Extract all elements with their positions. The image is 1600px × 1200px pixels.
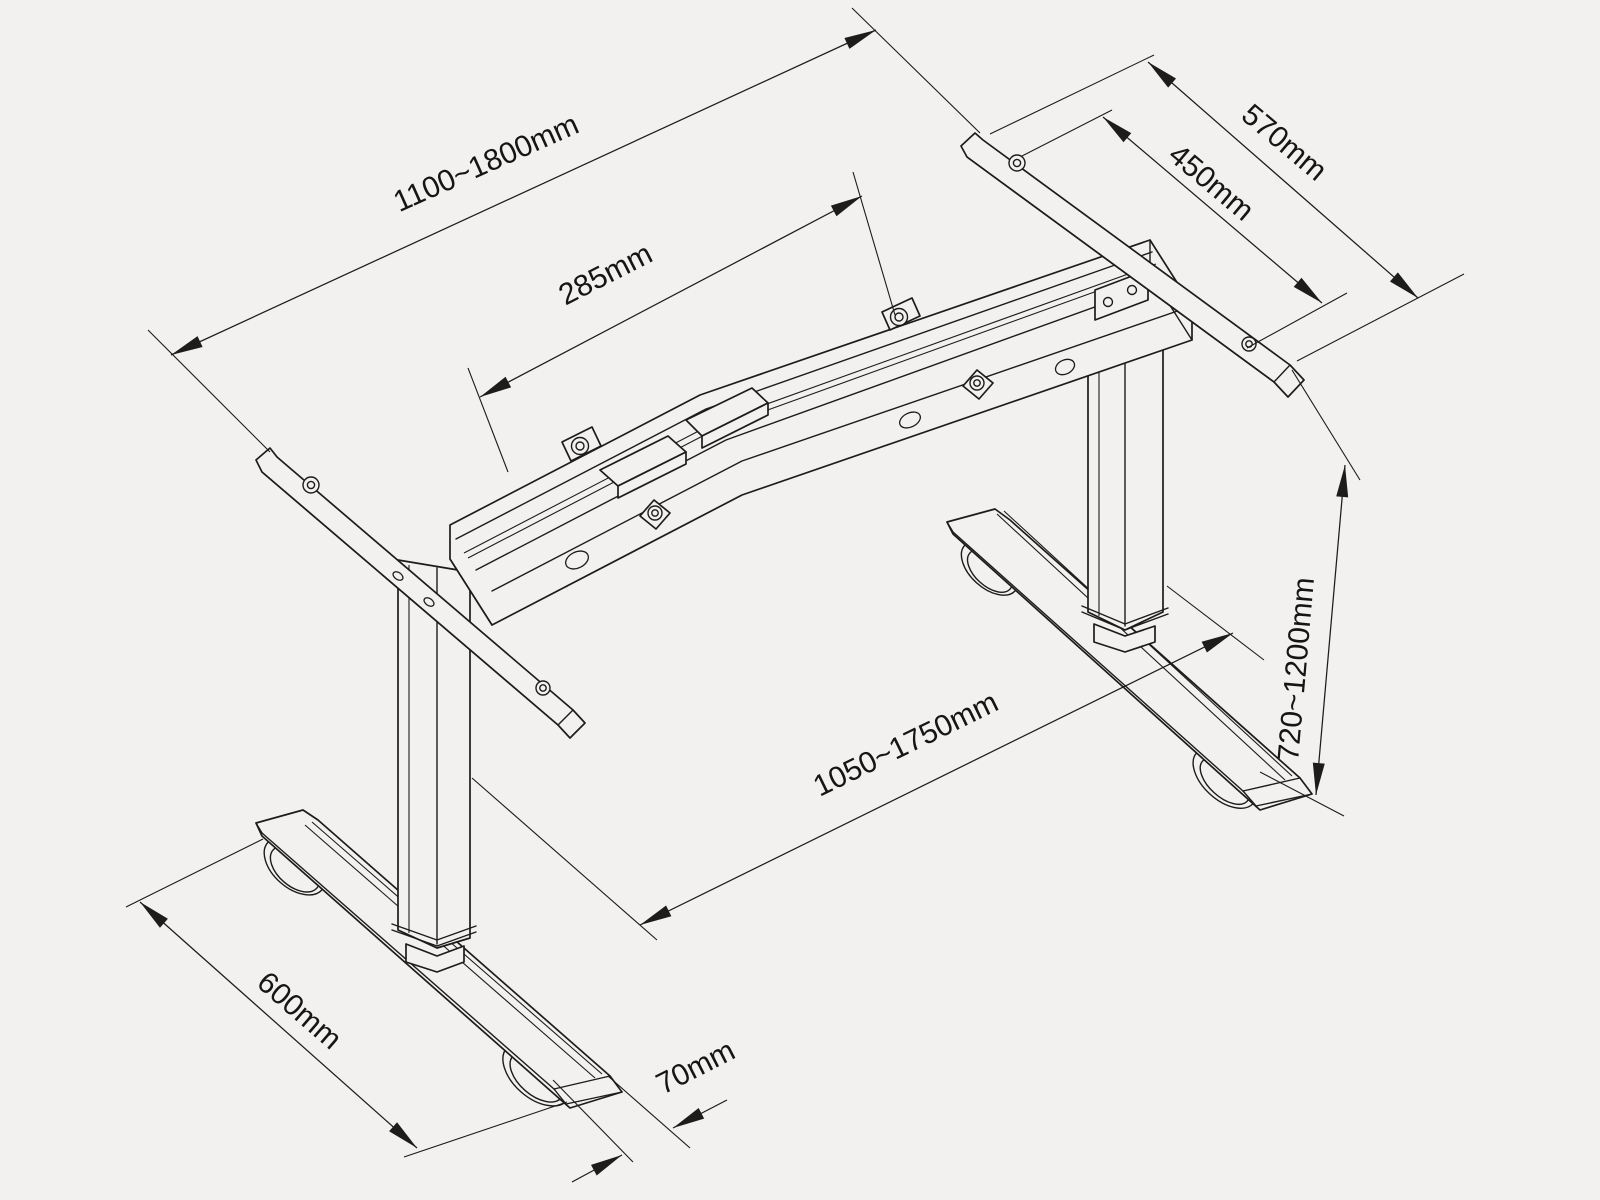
dim-label-bracket-length: 570mm [1235,98,1333,188]
dim-label-beam-length-range: 1050~1750mm [808,686,1003,804]
dim-label-frame-width-range: 1100~1800mm [389,108,584,219]
dim-label-bracket-hole-spacing: 450mm [1162,138,1260,228]
left-mounting-bracket [255,447,586,739]
dim-label-foot-width: 70mm [651,1034,740,1101]
crossbeam [449,239,1193,626]
dim-label-height-range: 720~1200mm [1272,576,1321,762]
right-column [1081,337,1169,653]
dim-label-foot-length: 600mm [251,966,348,1057]
dimension-height-range: 720~1200mm [1259,369,1361,817]
left-column [391,559,477,973]
dim-label-end-offset: 285mm [554,237,658,312]
